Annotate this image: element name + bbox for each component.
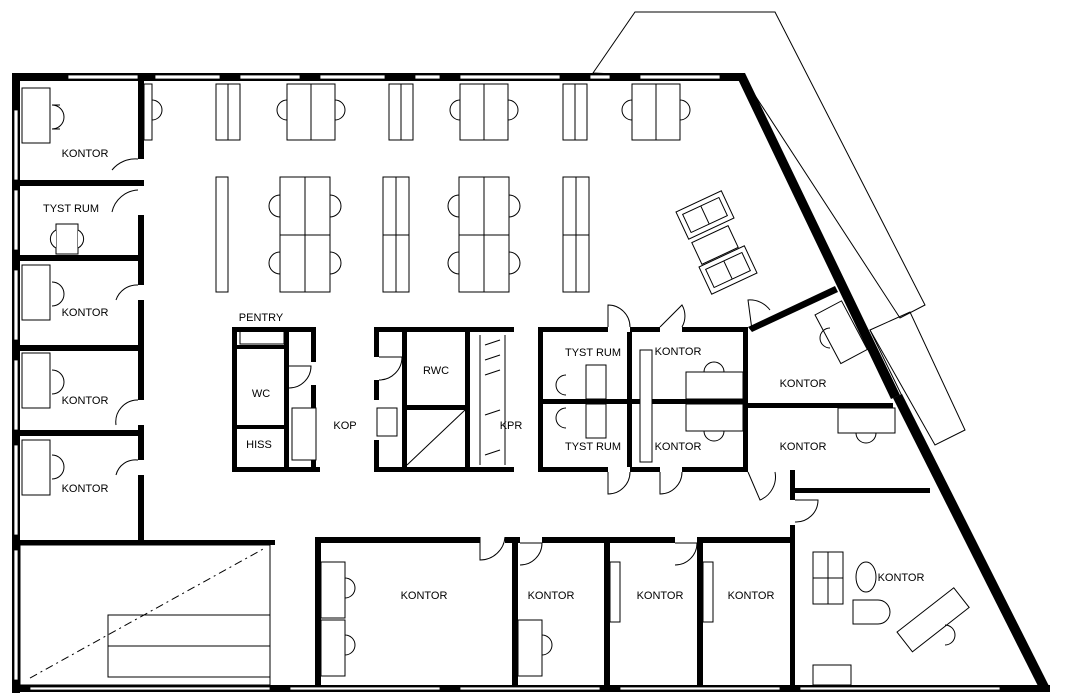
label-kontor-s2: KONTOR	[528, 590, 575, 602]
label-kontor-se: KONTOR	[878, 572, 925, 584]
core-west	[232, 327, 320, 472]
central-rooms	[538, 304, 748, 495]
label-kontor-w4: KONTOR	[62, 483, 109, 495]
windows-top	[67, 74, 721, 80]
label-kpr: KPR	[500, 420, 523, 432]
label-kontor-e2: KONTOR	[780, 441, 827, 453]
south-east-office	[812, 551, 970, 686]
label-kontor-c2: KONTOR	[655, 441, 702, 453]
core-east	[374, 327, 514, 472]
label-kontor-s1: KONTOR	[401, 590, 448, 602]
windows-bottom	[29, 686, 1001, 691]
label-kontor-s3: KONTOR	[637, 590, 684, 602]
lounge-seating	[675, 190, 758, 295]
south-offices	[315, 536, 793, 687]
label-pentry: PENTRY	[239, 312, 284, 324]
windows-left	[13, 109, 19, 681]
label-kontor-c1: KONTOR	[655, 346, 702, 358]
label-rwc: RWC	[423, 365, 449, 377]
label-tyst-rum-c2: TYST RUM	[565, 441, 621, 453]
label-hiss: HISS	[246, 439, 272, 451]
label-kontor-e1: KONTOR	[780, 378, 827, 390]
label-kontor-w1: KONTOR	[62, 148, 109, 160]
room-labels: KONTOR TYST RUM KONTOR KONTOR KONTOR PEN…	[43, 148, 924, 602]
east-offices	[747, 286, 930, 685]
label-tyst-rum-w: TYST RUM	[43, 203, 99, 215]
stairwell	[19, 544, 271, 686]
label-kontor-s4: KONTOR	[728, 590, 775, 602]
label-wc: WC	[252, 388, 270, 400]
open-office-desks	[143, 83, 691, 293]
label-tyst-rum-c1: TYST RUM	[565, 347, 621, 359]
label-kontor-w2: KONTOR	[62, 307, 109, 319]
west-offices	[20, 81, 275, 545]
label-kontor-w3: KONTOR	[62, 395, 109, 407]
label-kop: KOP	[333, 420, 356, 432]
